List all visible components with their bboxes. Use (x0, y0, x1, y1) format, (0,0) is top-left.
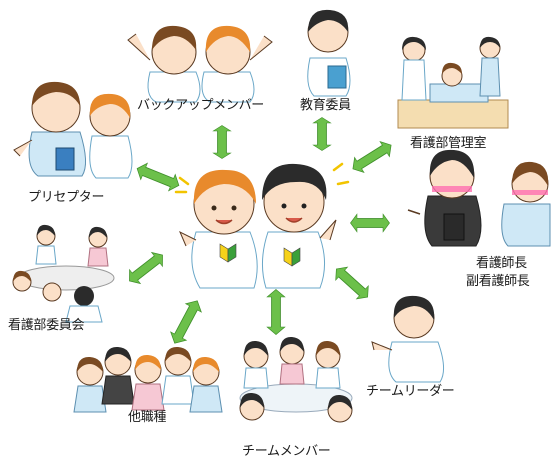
arrow-to-other-staff (166, 296, 206, 348)
label-nursing-committee: 看護部委員会 (8, 318, 85, 333)
backup-members-illustration (127, 25, 273, 103)
arrow-to-team-member (266, 288, 286, 336)
arrow-to-nurse-chief (349, 213, 391, 233)
other-staff-illustration (73, 346, 223, 413)
label-other-staff: 他職種 (128, 410, 167, 425)
management-office-illustration (397, 36, 509, 129)
label-team-leader: チームリーダー (366, 384, 455, 399)
education-member-illustration (307, 9, 351, 97)
label-backup-members: バックアップメンバー (137, 98, 265, 113)
arrow-to-preceptor (133, 159, 183, 195)
committee-illustration (12, 224, 115, 323)
team-leader-illustration (371, 295, 444, 383)
arrow-to-team-leader (330, 261, 374, 305)
arrow-to-education (312, 116, 332, 152)
label-vice-nurse-chief: 副看護師長 (466, 274, 530, 289)
label-preceptor: プリセプター (28, 190, 105, 205)
team-members-illustration (239, 336, 353, 423)
preceptor-illustration (13, 81, 133, 179)
arrow-to-backup (212, 124, 232, 160)
label-team-members: チームメンバー (242, 444, 331, 459)
nurse-chief-illustration (407, 149, 551, 247)
new-nurse-female (179, 169, 258, 289)
label-education-committee: 教育委員 (300, 98, 351, 113)
beginner-badge-icon (283, 247, 301, 267)
label-nurse-chief: 看護師長 (476, 256, 527, 271)
label-management-office: 看護部管理室 (410, 136, 487, 151)
arrow-to-management (347, 137, 397, 177)
arrow-to-committee (123, 247, 169, 289)
center-new-nurses (174, 162, 350, 289)
beginner-badge-icon (219, 243, 237, 263)
new-nurse-male (262, 163, 337, 289)
